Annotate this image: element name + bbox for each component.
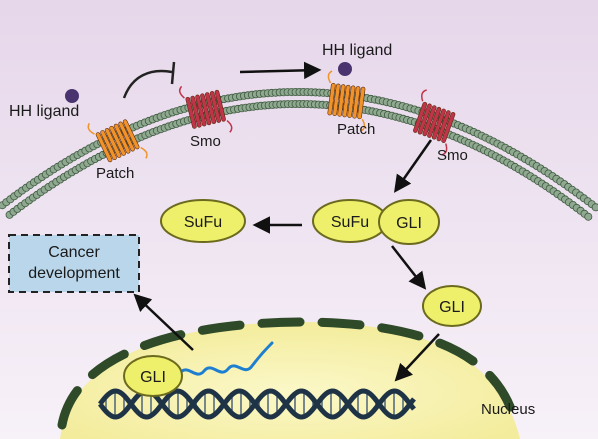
smo-receptor-right xyxy=(413,89,456,156)
inhibition-arrow xyxy=(122,69,173,99)
gli-to-nucleus-arrow xyxy=(394,333,440,382)
patch-left-label: Patch xyxy=(96,165,134,182)
smo-receptor-left xyxy=(178,85,233,133)
hh-ligand-left-label: HH ligand xyxy=(9,103,79,120)
cancer-label-line2: development xyxy=(28,265,120,282)
rna-strand xyxy=(178,341,274,376)
smo-right-label: Smo xyxy=(437,147,468,164)
gli-nucleus-label: GLI xyxy=(140,369,166,386)
gli-complex-label: GLI xyxy=(396,215,422,232)
gli-free: GLI xyxy=(422,285,482,327)
cancer-development-box: Cancer development xyxy=(8,234,140,293)
sufu-complex-label: SuFu xyxy=(331,214,369,231)
membrane-receptors xyxy=(87,70,456,163)
patch-right-label: Patch xyxy=(337,121,375,138)
complex-to-gli-arrow xyxy=(391,245,427,290)
smo-left-label: Smo xyxy=(190,133,221,150)
nucleus-envelope xyxy=(57,317,519,430)
gli-nucleus: GLI xyxy=(123,355,183,397)
sufu-gli-complex: SuFu GLI xyxy=(312,199,440,245)
membrane-bead xyxy=(591,203,598,212)
sufu-free: SuFu xyxy=(160,199,246,243)
hh-ligand-left-dot xyxy=(65,89,79,103)
sufu-free-label: SuFu xyxy=(184,214,222,231)
hh-ligand-top-dot xyxy=(338,62,352,76)
hh-ligand-top-label: HH ligand xyxy=(322,42,392,59)
nucleus-label: Nucleus xyxy=(481,401,535,418)
gli-free-label: GLI xyxy=(439,299,465,316)
smo-to-complex-arrow xyxy=(393,139,433,193)
dna-strand-2 xyxy=(98,388,416,420)
patch-receptor-right xyxy=(327,70,366,132)
cancer-label-line1: Cancer xyxy=(48,244,100,261)
nucleus-to-cancer-arrow xyxy=(133,293,194,351)
ligand-binding-arrow xyxy=(239,61,322,80)
inhibition-bar xyxy=(170,61,176,85)
patch-receptor-left xyxy=(87,119,148,163)
membrane-bead xyxy=(584,212,593,221)
